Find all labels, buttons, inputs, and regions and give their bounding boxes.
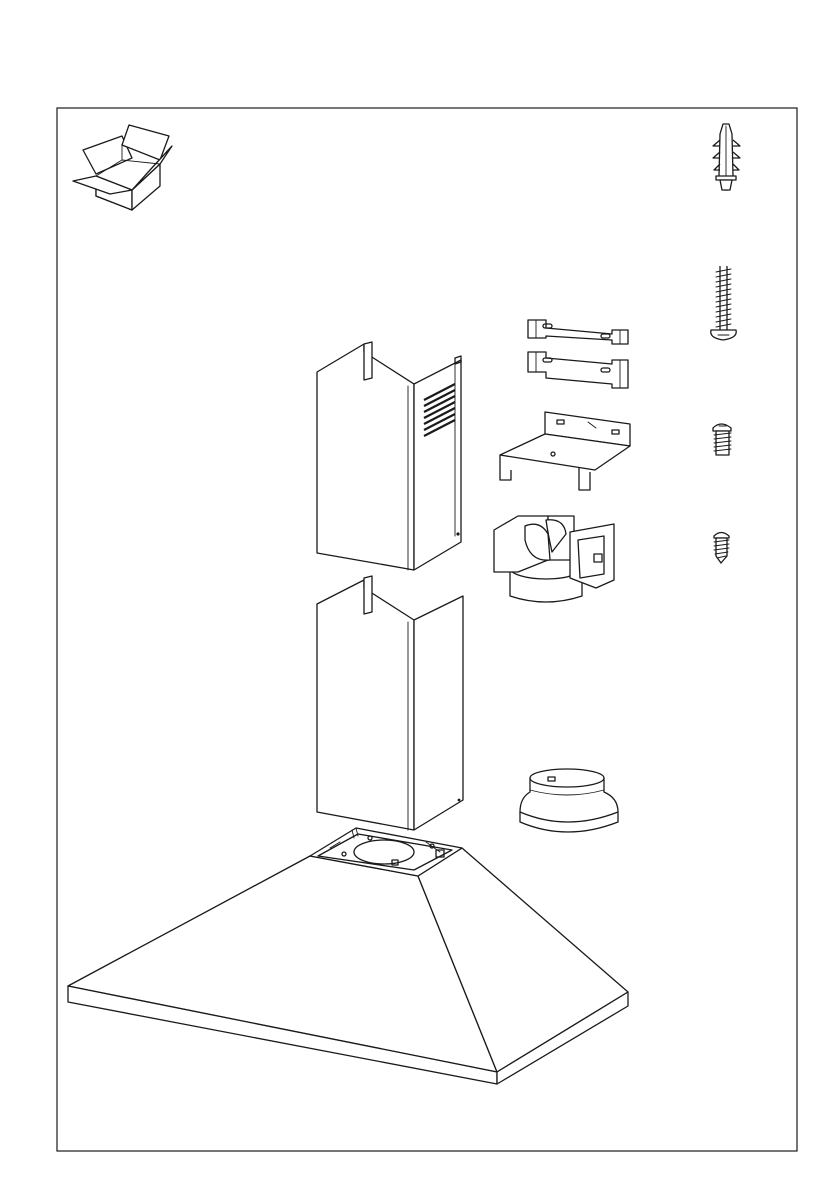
duct-adapter-ring: [520, 769, 618, 832]
chimney-upper-cover: [317, 342, 461, 570]
package-box-icon: [73, 125, 172, 210]
small-screw: [714, 533, 729, 564]
mounting-bracket-pair: [528, 320, 628, 388]
damper-valve: [494, 516, 614, 602]
hood-canopy: [68, 828, 628, 1084]
chimney-lower-cover: [317, 576, 463, 830]
wall-plug: [713, 124, 740, 190]
long-screw: [711, 266, 736, 340]
support-bracket: [500, 412, 630, 490]
short-screw: [713, 424, 731, 455]
